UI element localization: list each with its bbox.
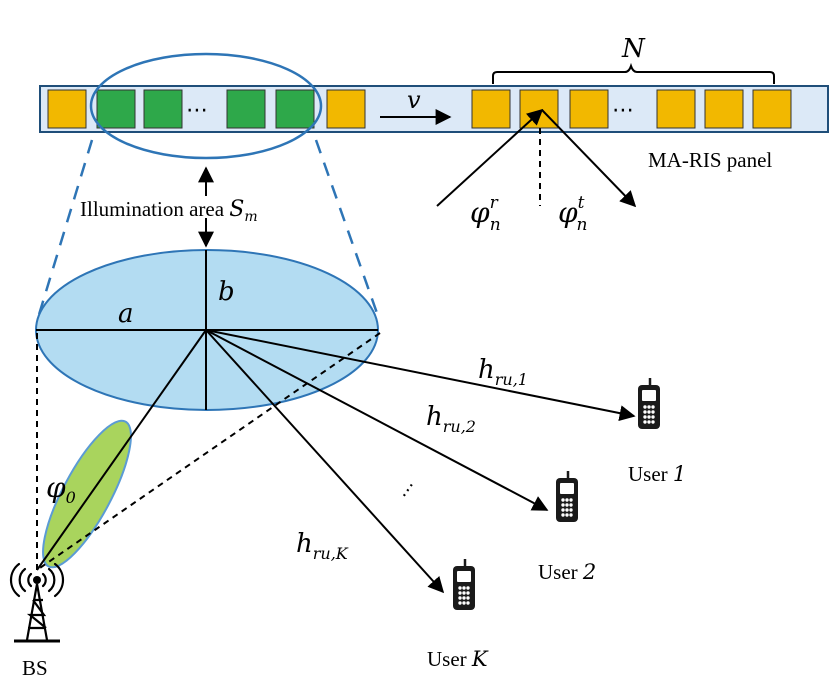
bs-dashed-diagonal (36, 332, 381, 571)
label-a: a (118, 299, 134, 329)
label-user-2: User 2 (538, 560, 596, 584)
ellipsis-dots: ⋯ (612, 98, 634, 123)
ris-element-active (226, 89, 266, 129)
label-n: N (621, 34, 646, 64)
label-phi0: φ0 (46, 471, 76, 507)
ris-element (471, 89, 511, 129)
label-bs: BS (22, 656, 48, 680)
incident-ray (436, 108, 544, 207)
label-h-ru-k: hru,K (296, 529, 349, 563)
bs-to-ris-link (36, 329, 207, 571)
ris-element (752, 89, 792, 129)
link-user-2 (205, 329, 549, 511)
label-h-ru-2: hru,2 (426, 402, 476, 436)
ris-element-active (96, 89, 136, 129)
ris-element-active (143, 89, 183, 129)
label-ma-ris-panel: MA-RIS panel (648, 148, 772, 172)
label-b: b (218, 277, 235, 307)
ris-element (47, 89, 87, 129)
ris-element (519, 89, 559, 129)
link-user-k (205, 329, 445, 594)
base-station-icon (9, 562, 65, 643)
label-v: v (407, 86, 421, 114)
users-ellipsis: ⋯ (394, 477, 422, 504)
cellphone-icon (451, 557, 477, 612)
cellphone-icon (554, 469, 580, 524)
label-h-ru-1: hru,1 (478, 355, 528, 389)
link-user-1 (205, 329, 636, 422)
label-illumination-area: Illumination area Sm (80, 197, 258, 225)
label-user-k: User K (427, 647, 489, 671)
ris-elements (47, 89, 792, 129)
reflected-ray (541, 109, 637, 208)
n-brace (492, 62, 775, 84)
cellphone-icon (636, 376, 662, 431)
ris-element (704, 89, 744, 129)
ris-element (569, 89, 609, 129)
label-user-1: User 1 (628, 462, 686, 486)
ris-element (326, 89, 366, 129)
ellipsis-dots: ⋯ (186, 98, 208, 123)
projection-dashed-right (314, 139, 380, 317)
ris-element-active (275, 89, 315, 129)
ris-element (656, 89, 696, 129)
illumination-ellipse-on-panel (89, 52, 323, 160)
projection-dashed-left (36, 139, 94, 319)
antenna-waves-icon (9, 562, 65, 598)
